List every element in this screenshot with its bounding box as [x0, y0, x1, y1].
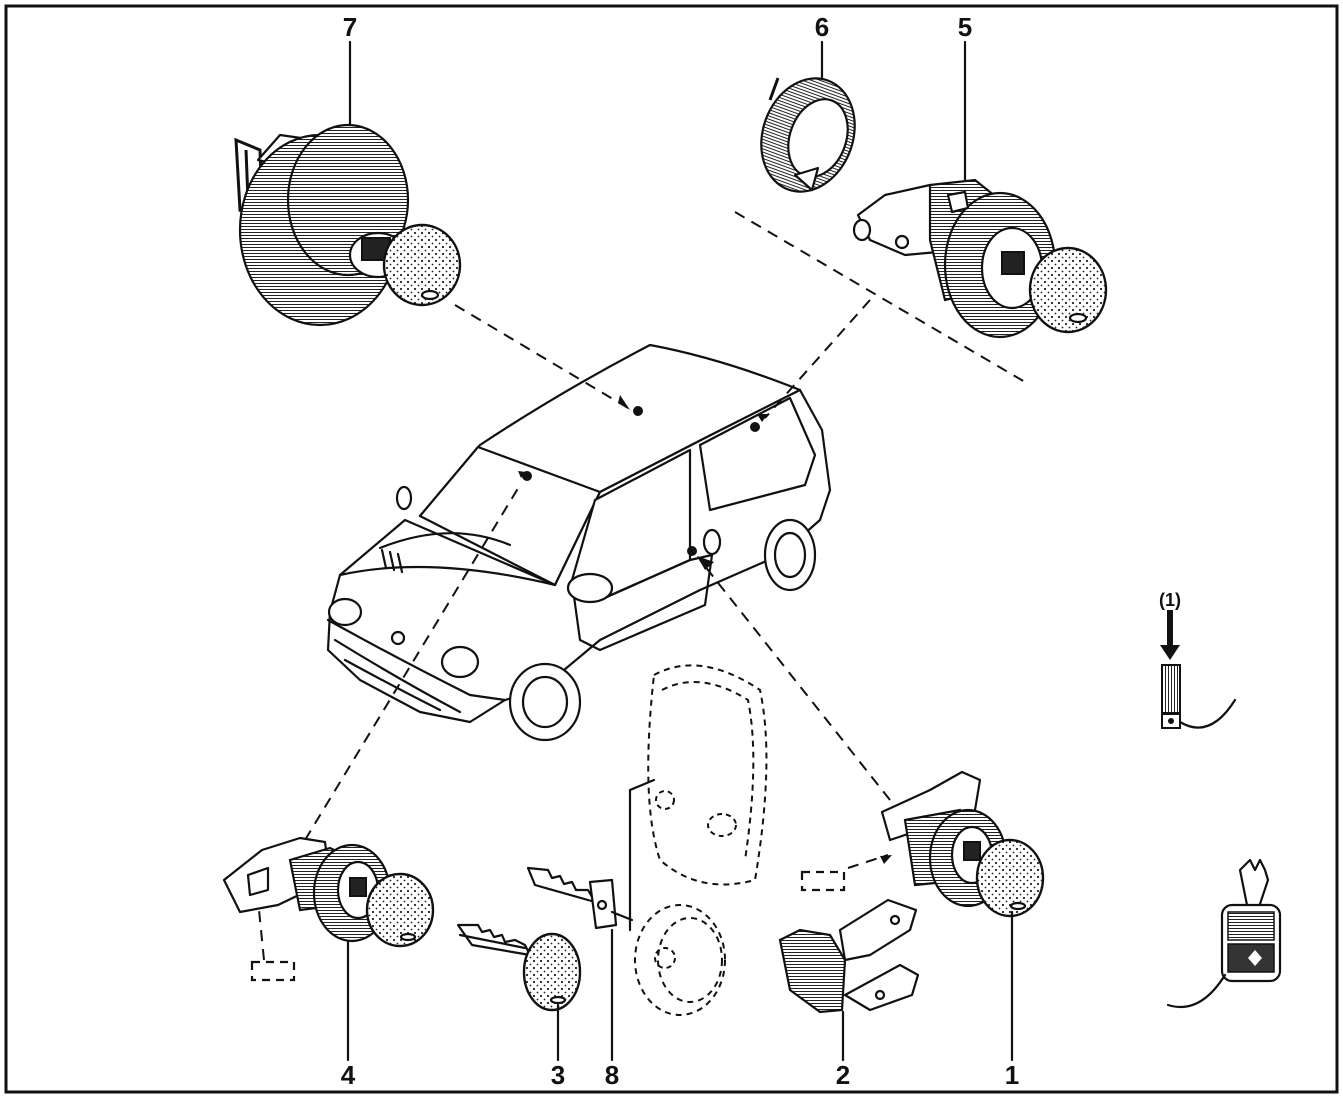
bracket-icon	[778, 898, 920, 1014]
callout-2: 2	[836, 1060, 850, 1090]
callout-4: 4	[341, 1060, 356, 1090]
ignition-barrel-icon	[852, 178, 1108, 339]
key-tag-note-label: (1)	[1159, 590, 1181, 610]
callout-3: 3	[551, 1060, 565, 1090]
key-blank-icon	[526, 664, 768, 1016]
retaining-ring-icon	[760, 77, 856, 193]
key-icon	[456, 923, 582, 1012]
callout-8: 8	[605, 1060, 619, 1090]
key-tag-icon	[1160, 610, 1282, 1009]
car-icon	[326, 343, 832, 742]
diagram-frame	[4, 4, 1339, 1094]
callout-7: 7	[343, 12, 357, 42]
chip-placeholders	[250, 870, 846, 982]
callout-1: 1	[1005, 1060, 1019, 1090]
door-lock-left-icon	[222, 836, 435, 948]
callout-5: 5	[958, 12, 972, 42]
door-lock-right-icon	[880, 770, 1045, 918]
callout-6: 6	[815, 12, 829, 42]
callout-leaders	[346, 40, 1014, 1062]
fuel-cap-lock-icon	[234, 123, 462, 327]
leader-lines	[257, 211, 1026, 961]
